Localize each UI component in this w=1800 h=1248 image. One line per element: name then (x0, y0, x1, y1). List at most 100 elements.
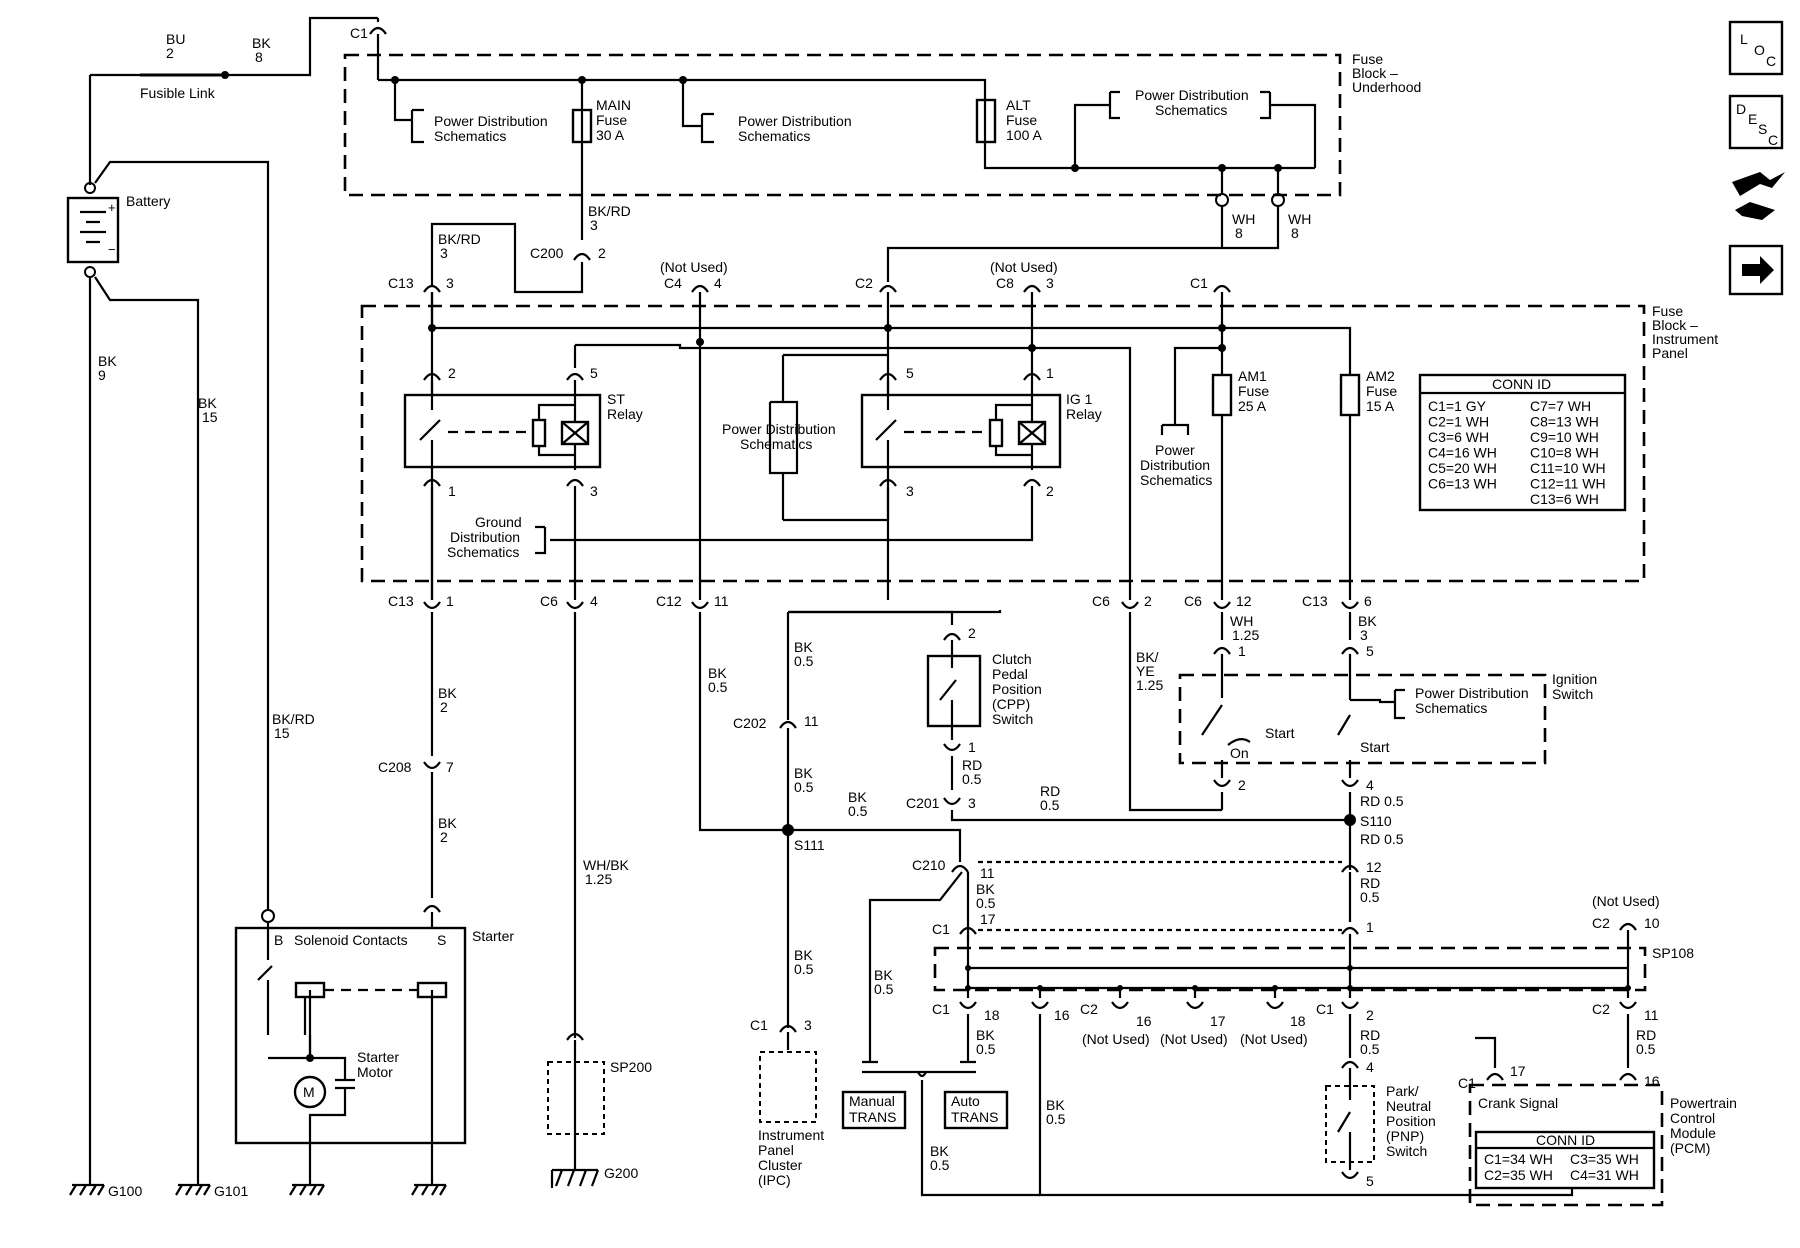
conn-id-ip-cell: C1=1 GY (1428, 398, 1487, 414)
svg-text:Distribution: Distribution (1140, 457, 1210, 473)
pcm-label: Powertrain (1670, 1095, 1737, 1111)
svg-text:2: 2 (1366, 1007, 1374, 1023)
svg-text:C6: C6 (1184, 593, 1202, 609)
svg-text:0.5: 0.5 (962, 771, 982, 787)
svg-text:Fuse: Fuse (1238, 383, 1269, 399)
svg-text:S: S (1758, 121, 1767, 137)
svg-text:2: 2 (598, 245, 606, 261)
svg-text:3: 3 (590, 483, 598, 499)
svg-text:G200: G200 (604, 1165, 638, 1181)
svg-text:Power Distribution: Power Distribution (738, 113, 852, 129)
svg-text:AM2: AM2 (1366, 368, 1395, 384)
svg-text:YE: YE (1136, 663, 1155, 679)
svg-text:D: D (1736, 101, 1746, 117)
svg-text:2: 2 (440, 699, 448, 715)
svg-text:5: 5 (1366, 1173, 1374, 1189)
svg-text:RD 0.5: RD 0.5 (1360, 831, 1404, 847)
svg-text:Fuse: Fuse (1006, 112, 1037, 128)
svg-text:BK: BK (976, 881, 995, 897)
svg-text:ALT: ALT (1006, 97, 1031, 113)
svg-text:8: 8 (1235, 225, 1243, 241)
svg-text:9: 9 (98, 367, 106, 383)
svg-text:WH: WH (1230, 613, 1253, 629)
svg-text:Auto: Auto (951, 1093, 980, 1109)
svg-text:3: 3 (1360, 627, 1368, 643)
sp108-splice: SP108 (Not Used) C2 10 C1 18 16 C2 16 17… (932, 893, 1694, 1197)
svg-text:C8: C8 (996, 275, 1014, 291)
svg-text:C2: C2 (1592, 1001, 1610, 1017)
svg-text:Power Distribution: Power Distribution (1415, 685, 1529, 701)
svg-text:C1: C1 (750, 1017, 768, 1033)
loc-icon[interactable]: L O C (1728, 20, 1784, 76)
conn-id-pcm-cell: C3=35 WH (1570, 1151, 1639, 1167)
svg-text:4: 4 (1366, 777, 1374, 793)
svg-text:Cluster: Cluster (758, 1157, 803, 1173)
svg-text:BK/RD: BK/RD (438, 231, 481, 247)
svg-text:C: C (1768, 132, 1778, 148)
svg-text:Module: Module (1670, 1125, 1716, 1141)
svg-text:E: E (1748, 111, 1757, 127)
svg-text:Panel: Panel (1652, 345, 1688, 361)
svg-text:Start: Start (1360, 739, 1390, 755)
crank-signal-label: Crank Signal (1478, 1095, 1558, 1111)
fuse-block-underhood: Fuse Block – Underhood C1 Power Distribu… (343, 18, 1421, 250)
svg-text:Start: Start (1265, 725, 1295, 741)
svg-text:C1: C1 (1316, 1001, 1334, 1017)
svg-text:Panel: Panel (758, 1142, 794, 1158)
svg-text:2: 2 (1238, 777, 1246, 793)
svg-text:WH: WH (1232, 211, 1255, 227)
svg-text:1.25: 1.25 (1136, 677, 1163, 693)
svg-text:18: 18 (984, 1007, 1000, 1023)
svg-text:Solenoid Contacts: Solenoid Contacts (294, 932, 408, 948)
svg-text:4: 4 (1366, 1059, 1374, 1075)
svg-text:BK/RD: BK/RD (272, 711, 315, 727)
svg-text:(Not Used): (Not Used) (1160, 1031, 1228, 1047)
svg-text:3: 3 (440, 245, 448, 261)
svg-text:Schematics: Schematics (738, 128, 810, 144)
svg-text:16: 16 (1054, 1007, 1070, 1023)
svg-text:Relay: Relay (1066, 406, 1102, 422)
ground-g100: G100 (69, 1183, 142, 1199)
svg-text:0.5: 0.5 (794, 961, 814, 977)
svg-text:16: 16 (1136, 1013, 1152, 1029)
svg-text:Switch: Switch (992, 711, 1033, 727)
c210-region: C210 11 12 BK 0.5 17 C1 RD 0.5 1 BK 0.5 (868, 857, 1382, 1040)
svg-text:Power Distribution: Power Distribution (434, 113, 548, 129)
svg-text:0.5: 0.5 (794, 779, 814, 795)
svg-text:L: L (1740, 31, 1748, 47)
connector-view-icon[interactable] (1732, 172, 1785, 220)
svg-text:Pedal: Pedal (992, 666, 1028, 682)
svg-text:15: 15 (274, 725, 290, 741)
svg-text:(Not Used): (Not Used) (1082, 1031, 1150, 1047)
svg-text:1: 1 (446, 593, 454, 609)
svg-text:BK: BK (848, 789, 867, 805)
svg-text:Fuse: Fuse (1352, 51, 1383, 67)
ig1-relay-label: IG 1 (1066, 391, 1093, 407)
svg-text:C6: C6 (540, 593, 558, 609)
svg-text:SP108: SP108 (1652, 945, 1694, 961)
svg-text:3: 3 (804, 1017, 812, 1033)
svg-text:Schematics: Schematics (447, 544, 519, 560)
next-arrow-icon[interactable] (1728, 244, 1784, 296)
svg-text:C1: C1 (932, 921, 950, 937)
svg-text:0.5: 0.5 (848, 803, 868, 819)
desc-icon[interactable]: D E S C (1728, 94, 1784, 150)
svg-text:BK: BK (708, 665, 727, 681)
wire-main-c200: BK/RD 3 C200 2 BK/RD 3 (430, 203, 631, 294)
svg-text:(CPP): (CPP) (992, 696, 1030, 712)
svg-text:5: 5 (906, 365, 914, 381)
svg-text:WH/BK: WH/BK (583, 857, 630, 873)
svg-text:B: B (274, 932, 283, 948)
svg-text:6: 6 (1364, 593, 1372, 609)
svg-text:2: 2 (1144, 593, 1152, 609)
svg-text:Ground: Ground (475, 514, 522, 530)
svg-text:BK/RD: BK/RD (588, 203, 631, 219)
svg-text:4: 4 (590, 593, 598, 609)
svg-text:BK: BK (976, 1027, 995, 1043)
grounds: G100 G101 G200 (69, 1165, 638, 1199)
svg-text:C1: C1 (932, 1001, 950, 1017)
svg-text:C1: C1 (1458, 1075, 1476, 1091)
svg-text:3: 3 (446, 275, 454, 291)
sp200-splice: WH/BK 1.25 SP200 (547, 612, 652, 1170)
